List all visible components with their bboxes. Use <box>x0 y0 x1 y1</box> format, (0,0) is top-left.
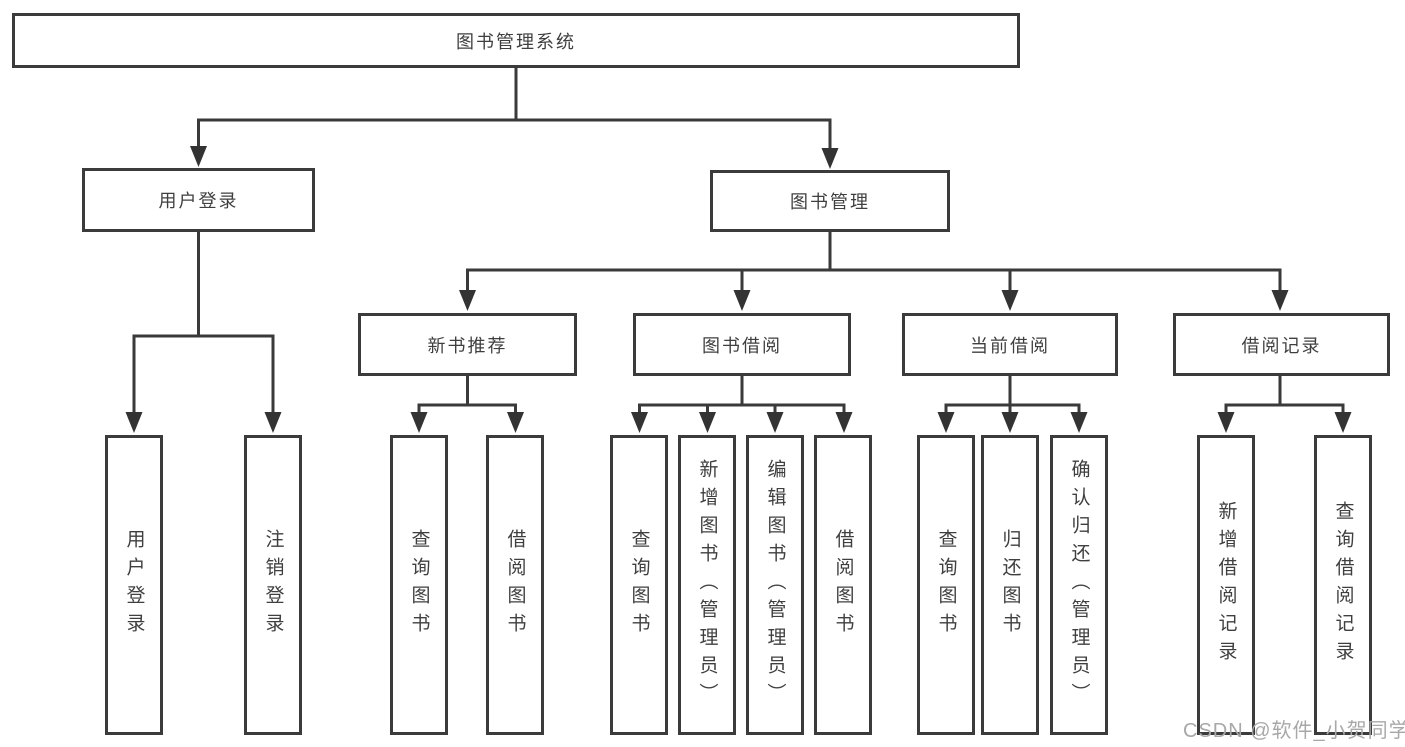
leaf-query-books-current: 查询图书 <box>917 435 975 735</box>
node-root: 图书管理系统 <box>12 13 1020 68</box>
node-user-login: 用户登录 <box>82 168 315 232</box>
node-current-borrow: 当前借阅 <box>902 313 1118 376</box>
leaf-confirm-return-admin: 确认归还（管理员） <box>1050 435 1108 735</box>
node-book-borrow: 图书借阅 <box>633 313 851 376</box>
leaf-return-books: 归还图书 <box>981 435 1039 735</box>
leaf-query-books-borrow: 查询图书 <box>610 435 668 735</box>
csdn-watermark: CSDN @软件_小贺同学 <box>1183 720 1405 742</box>
leaf-query-books-recommend: 查询图书 <box>390 435 448 735</box>
leaf-add-books-admin: 新增图书（管理员） <box>678 435 736 735</box>
leaf-borrow-books-recommend: 借阅图书 <box>486 435 544 735</box>
node-book-management: 图书管理 <box>710 170 950 232</box>
leaf-borrow-books: 借阅图书 <box>814 435 872 735</box>
node-borrow-records: 借阅记录 <box>1173 313 1390 376</box>
node-new-book-recommend: 新书推荐 <box>358 313 577 376</box>
leaf-edit-books-admin: 编辑图书（管理员） <box>746 435 804 735</box>
leaf-query-borrow-record: 查询借阅记录 <box>1314 435 1372 735</box>
leaf-add-borrow-record: 新增借阅记录 <box>1197 435 1255 735</box>
leaf-user-login: 用户登录 <box>105 435 163 735</box>
leaf-logout: 注销登录 <box>244 435 302 735</box>
